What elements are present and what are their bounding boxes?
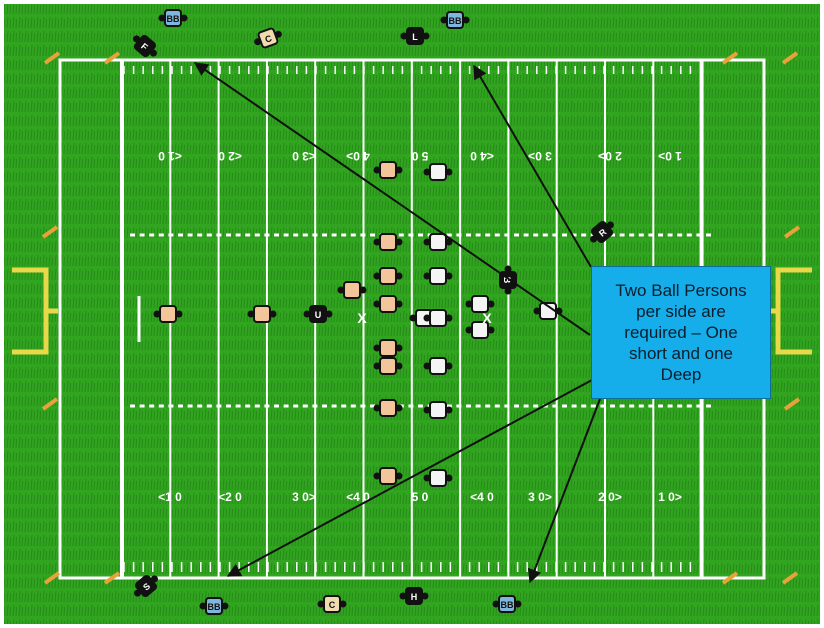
callout-line-2: per side are: [615, 301, 746, 322]
yard-number: 1 0>: [658, 490, 682, 504]
yard-number: 3 0>: [528, 490, 552, 504]
yard-number: <4 0: [470, 490, 494, 504]
yard-number: <3 0: [292, 149, 316, 163]
yard-number: 4 0>: [346, 149, 370, 163]
yard-number: 5 0: [412, 490, 429, 504]
person-label: BB: [501, 600, 514, 610]
yard-number: <4 0: [470, 149, 494, 163]
yard-number: <2 0: [218, 490, 242, 504]
ball-persons-callout: Two Ball Persons per side are required –…: [591, 266, 771, 399]
yard-number: <1 0: [158, 149, 182, 163]
yard-number: <1 0: [158, 490, 182, 504]
person-label: L: [412, 32, 418, 42]
person-label: BB: [167, 14, 180, 24]
yard-number: 5 0: [411, 149, 428, 163]
person-label: BB: [449, 16, 462, 26]
yard-number: 3 0>: [528, 149, 552, 163]
yard-number: 1 0>: [658, 149, 682, 163]
person-label: BB: [208, 602, 221, 612]
callout-line-5: Deep: [615, 364, 746, 385]
callout-line-1: Two Ball Persons: [615, 280, 746, 301]
yard-number: 2 0>: [598, 149, 622, 163]
callout-line-3: required – One: [615, 322, 746, 343]
yard-number: <2 0: [218, 149, 242, 163]
yard-number: 3 0>: [292, 490, 316, 504]
person-label: U: [315, 310, 322, 320]
person-label: H: [411, 592, 418, 602]
spot-mark: X: [482, 310, 492, 326]
callout-line-4: short and one: [615, 343, 746, 364]
person-label: C: [329, 600, 336, 610]
yard-number: 2 0>: [598, 490, 622, 504]
spot-mark: X: [357, 310, 367, 326]
